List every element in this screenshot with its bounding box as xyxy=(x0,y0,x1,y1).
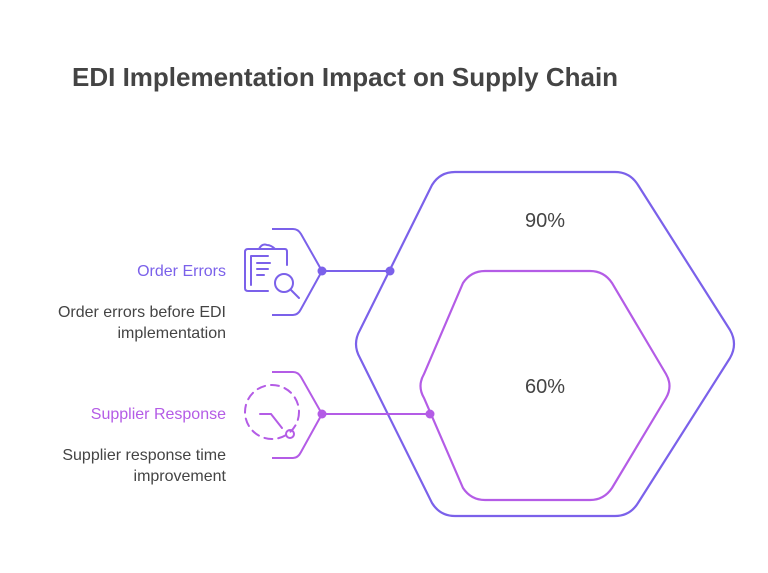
supplier-response-description: Supplier response time improvement xyxy=(62,447,226,485)
clipboard-search-icon xyxy=(244,243,300,299)
supplier-response-label: Supplier Response xyxy=(90,406,226,423)
order-errors-dot-left xyxy=(317,266,327,276)
inner-hexagon xyxy=(419,269,671,502)
order-errors-dot-right xyxy=(385,266,395,276)
supplier-response-dot-left xyxy=(317,409,327,419)
supplier-response-value: 60% xyxy=(524,376,566,398)
order-errors-label: Order Errors xyxy=(137,263,226,280)
order-errors-description: Order errors before EDI implementation xyxy=(57,304,226,342)
order-errors-bracket xyxy=(272,228,324,316)
supplier-response-bracket xyxy=(272,371,324,459)
outer-hexagon xyxy=(354,170,736,518)
dashed-clock-icon xyxy=(244,384,300,440)
supplier-response-dot-right xyxy=(425,409,435,419)
order-errors-value: 90% xyxy=(524,210,566,232)
diagram-title: EDI Implementation Impact on Supply Chai… xyxy=(72,62,619,92)
